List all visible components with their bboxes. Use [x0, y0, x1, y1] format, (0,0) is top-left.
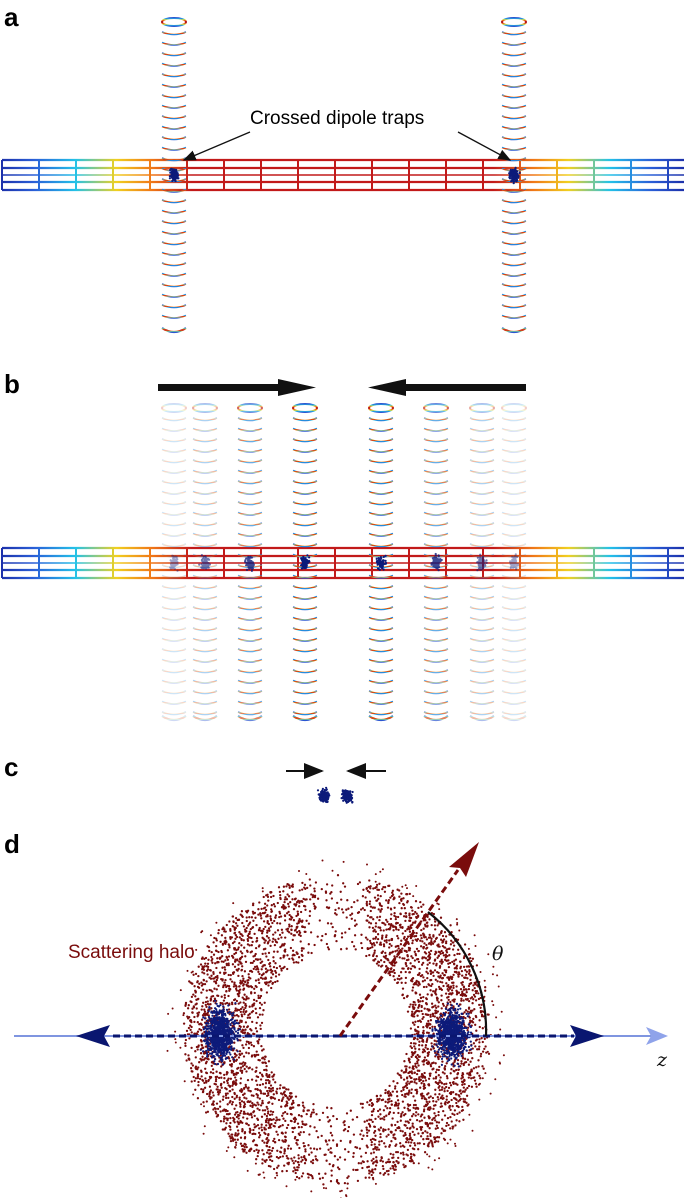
panel-b: b — [1, 369, 684, 722]
moving-cloud-group-4 — [299, 554, 311, 570]
scattering-halo-dots — [166, 859, 505, 1198]
moving-atom-cloud-8 — [509, 553, 520, 571]
moving-atom-cloud-7 — [476, 553, 488, 572]
moving-trap-cage-7 — [468, 403, 496, 722]
atom-cloud-right — [508, 166, 521, 185]
horizontal-trap-cage — [1, 158, 684, 192]
moving-atom-cloud-4 — [299, 554, 311, 570]
moving-cloud-group-7 — [476, 553, 488, 572]
moving-atom-clouds — [169, 552, 520, 573]
atom-cloud-left — [168, 167, 180, 183]
horizontal-dipole-trap — [1, 158, 684, 192]
moving-cloud-group-8 — [509, 553, 520, 571]
motion-arrow-right — [158, 379, 316, 396]
trapped-atom-clouds — [168, 166, 521, 185]
moving-trap-cage-5 — [367, 403, 395, 722]
panel-c: c — [4, 752, 386, 804]
moving-atom-cloud-6 — [430, 552, 443, 572]
panel-d-label: d — [4, 829, 20, 859]
colliding-cloud-left — [316, 786, 331, 804]
horizontal-trap-cage — [1, 546, 684, 580]
moving-cloud-group-1 — [169, 554, 179, 572]
motion-arrow-left — [368, 379, 526, 396]
moving-atom-cloud-5 — [375, 554, 388, 571]
theta-label: θ — [492, 943, 504, 965]
moving-trap-cage-1 — [160, 403, 188, 722]
moving-crossed-traps — [160, 403, 528, 722]
dashed-arrow-right-head — [570, 1025, 604, 1047]
panel-a: a Crossed dipole traps — [1, 2, 684, 334]
moving-atom-cloud-2 — [198, 554, 211, 570]
unscattered-clouds — [199, 999, 473, 1068]
crossed-dipole-trap-left — [160, 17, 188, 334]
scattering-direction-arrowhead — [449, 842, 479, 877]
theta-arc — [427, 911, 488, 1037]
annotation-arrow-right — [457, 131, 512, 161]
moving-cloud-group-3 — [244, 555, 255, 573]
scattering-direction-line — [338, 869, 460, 1037]
panel-b-label: b — [4, 369, 20, 399]
panel-d: d θ z Scattering halo — [4, 829, 668, 1198]
z-axis-label: z — [656, 1049, 668, 1071]
moving-trap-cage-3 — [236, 403, 264, 722]
panel-a-label: a — [4, 2, 19, 32]
moving-atom-cloud-1 — [169, 554, 179, 572]
z-axis-arrowhead — [646, 1027, 668, 1045]
annotation-arrow-left — [182, 131, 251, 161]
moving-cloud-group-2 — [198, 554, 211, 570]
halo-dots — [166, 859, 505, 1198]
colliding-atom-clouds — [316, 786, 354, 804]
moving-trap-cage-2 — [191, 403, 219, 722]
crossed-dipole-traps-label: Crossed dipole traps — [250, 108, 424, 129]
moving-trap-cage-8 — [500, 403, 528, 722]
panel-c-label: c — [4, 752, 18, 782]
moving-cloud-group-6 — [430, 552, 443, 572]
moving-atom-cloud-3 — [244, 555, 255, 573]
scattering-halo-label: Scattering halo — [68, 942, 195, 963]
colliding-cloud-right — [340, 789, 354, 804]
left-trap-cage — [160, 17, 188, 334]
dashed-arrow-left-head — [76, 1025, 110, 1047]
moving-cloud-group-5 — [375, 554, 388, 571]
horizontal-dipole-trap — [1, 546, 684, 580]
